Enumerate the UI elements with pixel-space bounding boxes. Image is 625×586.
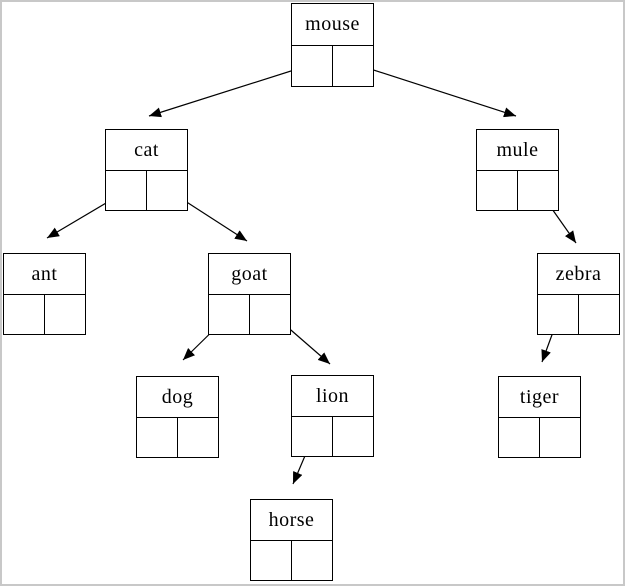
left-pointer-cell bbox=[477, 171, 518, 210]
node-label: mule bbox=[477, 130, 558, 171]
node-label: mouse bbox=[292, 4, 373, 46]
left-pointer-cell bbox=[106, 171, 147, 210]
tree-node-goat: goat bbox=[208, 253, 291, 335]
node-label: ant bbox=[4, 254, 85, 295]
left-pointer-cell bbox=[4, 295, 45, 334]
node-label: cat bbox=[106, 130, 187, 171]
pointer-cells bbox=[292, 417, 373, 456]
right-pointer-cell bbox=[45, 295, 85, 334]
tree-node-zebra: zebra bbox=[537, 253, 620, 335]
tree-node-ant: ant bbox=[3, 253, 86, 335]
right-pointer-cell bbox=[579, 295, 619, 334]
right-pointer-cell bbox=[292, 541, 332, 580]
node-label: lion bbox=[292, 376, 373, 417]
node-label: horse bbox=[251, 500, 332, 541]
left-pointer-cell bbox=[251, 541, 292, 580]
pointer-cells bbox=[137, 418, 218, 457]
node-label: dog bbox=[137, 377, 218, 418]
right-pointer-cell bbox=[333, 46, 373, 86]
tree-node-lion: lion bbox=[291, 375, 374, 457]
pointer-cells bbox=[477, 171, 558, 210]
right-pointer-cell bbox=[178, 418, 218, 457]
right-pointer-cell bbox=[540, 418, 580, 457]
pointer-cells bbox=[292, 46, 373, 86]
right-pointer-cell bbox=[250, 295, 290, 334]
right-pointer-cell bbox=[518, 171, 558, 210]
node-label: goat bbox=[209, 254, 290, 295]
pointer-cells bbox=[499, 418, 580, 457]
pointer-cells bbox=[251, 541, 332, 580]
left-pointer-cell bbox=[292, 46, 333, 86]
right-pointer-cell bbox=[147, 171, 187, 210]
node-label: zebra bbox=[538, 254, 619, 295]
pointer-cells bbox=[209, 295, 290, 334]
arrow-mouse-to-mule bbox=[351, 62, 517, 118]
left-pointer-cell bbox=[209, 295, 250, 334]
tree-node-mule: mule bbox=[476, 129, 559, 211]
pointer-cells bbox=[538, 295, 619, 334]
left-pointer-cell bbox=[538, 295, 579, 334]
tree-node-dog: dog bbox=[136, 376, 219, 458]
pointer-cells bbox=[4, 295, 85, 334]
arrow-mouse-to-cat bbox=[148, 63, 314, 118]
pointer-cells bbox=[106, 171, 187, 210]
node-label: tiger bbox=[499, 377, 580, 418]
tree-node-horse: horse bbox=[250, 499, 333, 581]
right-pointer-cell bbox=[333, 417, 373, 456]
tree-node-mouse: mouse bbox=[291, 3, 374, 87]
left-pointer-cell bbox=[499, 418, 540, 457]
tree-node-cat: cat bbox=[105, 129, 188, 211]
tree-node-tiger: tiger bbox=[498, 376, 581, 458]
left-pointer-cell bbox=[137, 418, 178, 457]
left-pointer-cell bbox=[292, 417, 333, 456]
